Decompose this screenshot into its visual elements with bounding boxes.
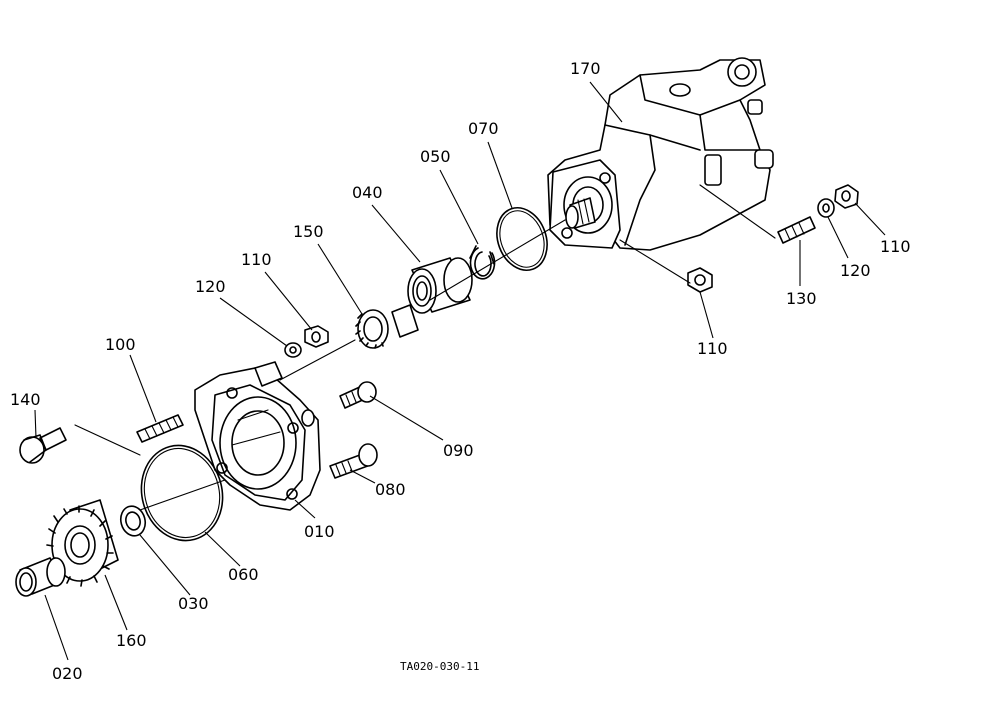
leader-lines xyxy=(34,81,886,661)
pinion-gear-150 xyxy=(355,304,419,349)
cap-screw-140 xyxy=(19,427,67,464)
o-ring-070 xyxy=(496,207,548,271)
callout-010: 010 xyxy=(304,522,335,541)
drive-gear-160 xyxy=(46,499,119,587)
drawing-code: TA020-030-11 xyxy=(400,660,479,673)
callout-110-lower: 110 xyxy=(697,339,728,358)
callout-130: 130 xyxy=(786,289,817,308)
washer-120-upper xyxy=(284,342,302,358)
callout-090: 090 xyxy=(443,441,474,460)
thrust-washer-030 xyxy=(119,505,147,537)
o-ring-060 xyxy=(140,444,224,542)
callout-060: 060 xyxy=(228,565,259,584)
assembly-lines xyxy=(74,184,776,511)
callout-080: 080 xyxy=(375,480,406,499)
pump-assembly-170 xyxy=(547,57,774,251)
callout-labels: 170 070 050 040 150 110 120 100 140 090 … xyxy=(10,59,911,683)
callout-100: 100 xyxy=(105,335,136,354)
nut-110-upper xyxy=(304,325,329,348)
callout-050: 050 xyxy=(420,147,451,166)
callout-160: 160 xyxy=(116,631,147,650)
callout-110-right: 110 xyxy=(880,237,911,256)
callout-040: 040 xyxy=(352,183,383,202)
stud-bolt-100 xyxy=(136,414,184,443)
stud-bolt-130 xyxy=(777,216,816,244)
callout-150: 150 xyxy=(293,222,324,241)
callout-030: 030 xyxy=(178,594,209,613)
nut-110-right xyxy=(834,184,859,209)
adapter-housing-010 xyxy=(194,361,321,511)
callout-140: 140 xyxy=(10,390,41,409)
bolt-080 xyxy=(329,443,378,479)
washer-120-right xyxy=(817,198,835,218)
bushing-020 xyxy=(15,557,66,597)
callout-170: 170 xyxy=(570,59,601,78)
bearing-040 xyxy=(407,257,473,314)
bolt-090 xyxy=(339,381,377,409)
callout-120-upper: 120 xyxy=(195,277,226,296)
callout-110-upper: 110 xyxy=(241,250,272,269)
nut-110-lower xyxy=(687,267,713,293)
callout-020: 020 xyxy=(52,664,83,683)
callout-120-right: 120 xyxy=(840,261,871,280)
callout-070: 070 xyxy=(468,119,499,138)
